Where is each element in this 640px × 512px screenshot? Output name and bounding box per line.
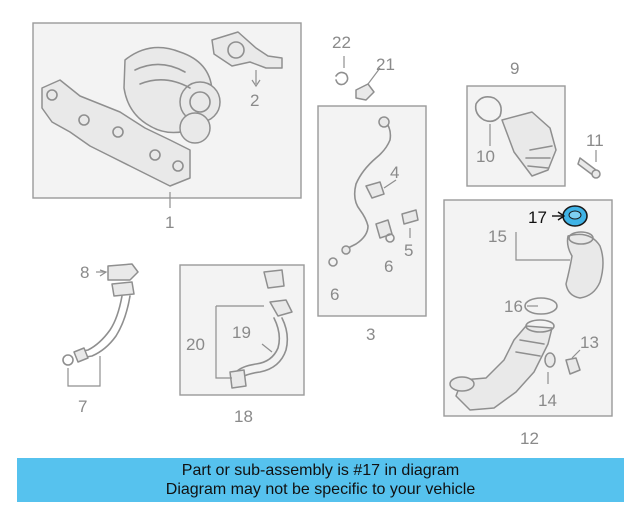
assembly-box-3 (317, 105, 427, 317)
callout-11: 11 (586, 131, 604, 150)
turbocharger-drawing (41, 46, 221, 187)
callout-15: 15 (488, 227, 507, 246)
clamp-17-highlighted[interactable] (552, 205, 588, 227)
callout-21: 21 (376, 55, 395, 74)
charge-pipe-drawing (449, 231, 604, 411)
callout-13: 13 (580, 333, 599, 352)
callout-10: 10 (476, 147, 495, 166)
callout-14: 14 (538, 391, 557, 410)
callout-16: 16 (504, 297, 523, 316)
hose-9-drawing (474, 96, 557, 177)
bolt-21-drawing (355, 67, 381, 101)
oil-line-drawing (328, 116, 419, 267)
callout-20: 20 (186, 335, 205, 354)
actuator-drawing (211, 31, 283, 88)
bolt-11-drawing (577, 150, 601, 179)
callout-18: 18 (234, 407, 253, 426)
hose-18-drawing (215, 269, 293, 389)
callout-8: 8 (80, 263, 89, 282)
callout-7: 7 (78, 397, 87, 416)
callout-9: 9 (510, 59, 519, 78)
callout-22: 22 (332, 33, 351, 52)
info-banner: Part or sub-assembly is #17 in diagram D… (17, 458, 624, 502)
callout-2: 2 (250, 91, 259, 110)
oil-return-line-drawing (62, 263, 139, 387)
callout-1: 1 (165, 213, 174, 232)
o-ring-22-drawing (335, 56, 349, 86)
banner-line-1: Part or sub-assembly is #17 in diagram (181, 462, 460, 479)
callout-5: 5 (404, 241, 413, 260)
callout-4: 4 (390, 163, 399, 182)
callout-17[interactable]: 17 (528, 208, 547, 227)
callout-19: 19 (232, 323, 251, 342)
callout-6b: 6 (384, 257, 393, 276)
callout-6a: 6 (330, 285, 339, 304)
banner-line-2: Diagram may not be specific to your vehi… (165, 481, 476, 498)
callout-12: 12 (520, 429, 539, 448)
callout-3: 3 (366, 325, 375, 344)
